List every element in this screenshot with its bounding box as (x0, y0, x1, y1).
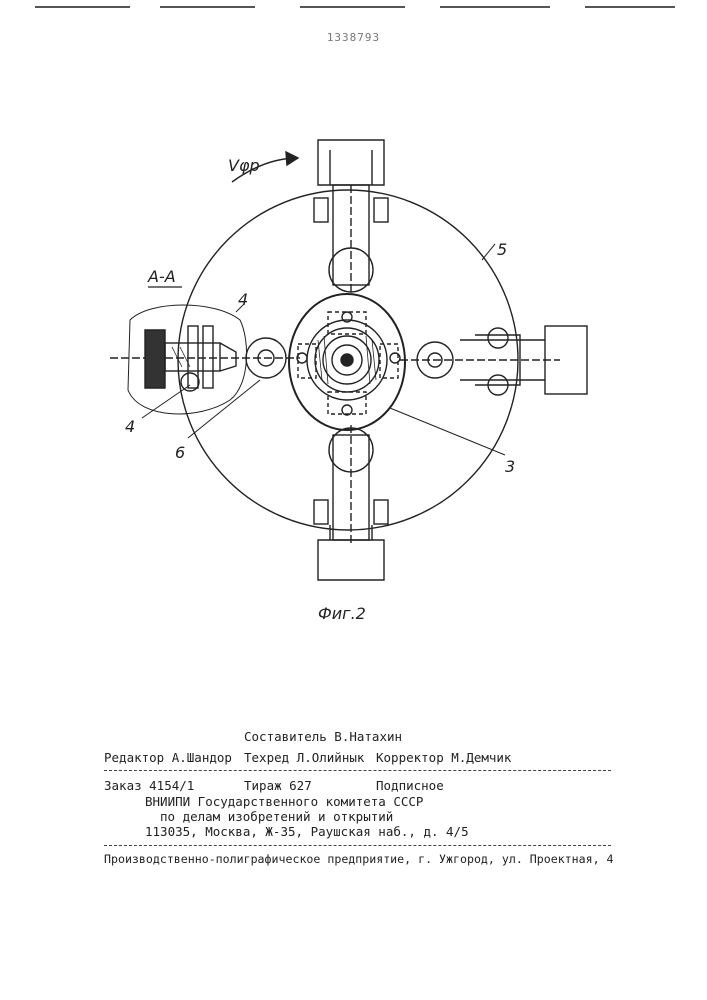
ref-label-6: 6 (175, 443, 185, 462)
techred-line: Техред Л.Олийнык (244, 750, 364, 765)
bottom-arm (314, 425, 388, 580)
subscription-line: Подписное (376, 778, 444, 793)
circulation-line: Тираж 627 (244, 778, 312, 793)
velocity-label: Vφр (228, 156, 260, 175)
institute-line: по делам изобретений и открытий (160, 809, 393, 824)
ref-label-3: 3 (505, 457, 515, 476)
section-label: А-А (147, 267, 176, 286)
corrector-line: Корректор М.Демчик (376, 750, 511, 765)
ref-label-4: 4 (238, 290, 248, 309)
institute-line: ВНИИПИ Государственного комитета СССР (145, 794, 423, 809)
top-arm (314, 140, 388, 295)
separator-line (104, 770, 611, 771)
ref-label-4: 4 (125, 417, 135, 436)
section-a-a-detail (128, 305, 247, 414)
editor-line: Редактор А.Шандор (104, 750, 232, 765)
compiler-line: Составитель В.Натахин (244, 729, 402, 744)
right-arm (400, 326, 587, 395)
hub-center (341, 354, 353, 366)
left-roller (110, 338, 300, 378)
separator-line (104, 845, 611, 846)
address-line: 113035, Москва, Ж-35, Раушская наб., д. … (145, 824, 469, 839)
ref-label-5: 5 (497, 240, 507, 259)
order-line: Заказ 4154/1 (104, 778, 194, 793)
printer-line: Производственно-полиграфическое предприя… (104, 852, 614, 866)
figure-caption: Фиг.2 (318, 604, 366, 623)
arrow-head (286, 152, 298, 165)
